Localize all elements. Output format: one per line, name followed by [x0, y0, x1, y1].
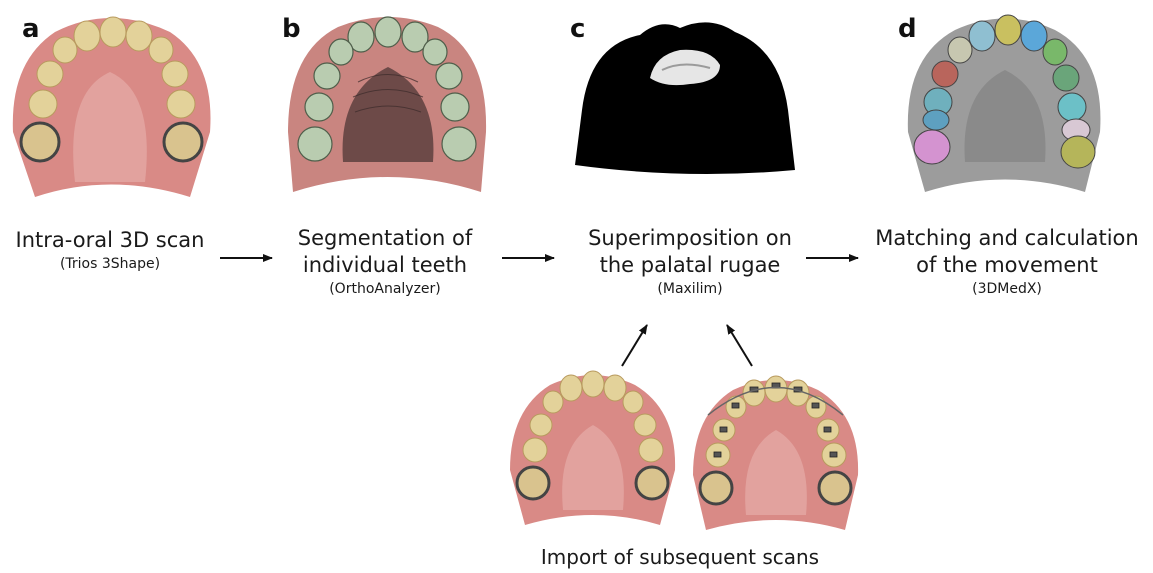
arrow-scan2-to-c [727, 325, 752, 366]
arrow-scan1-to-c [622, 325, 647, 366]
